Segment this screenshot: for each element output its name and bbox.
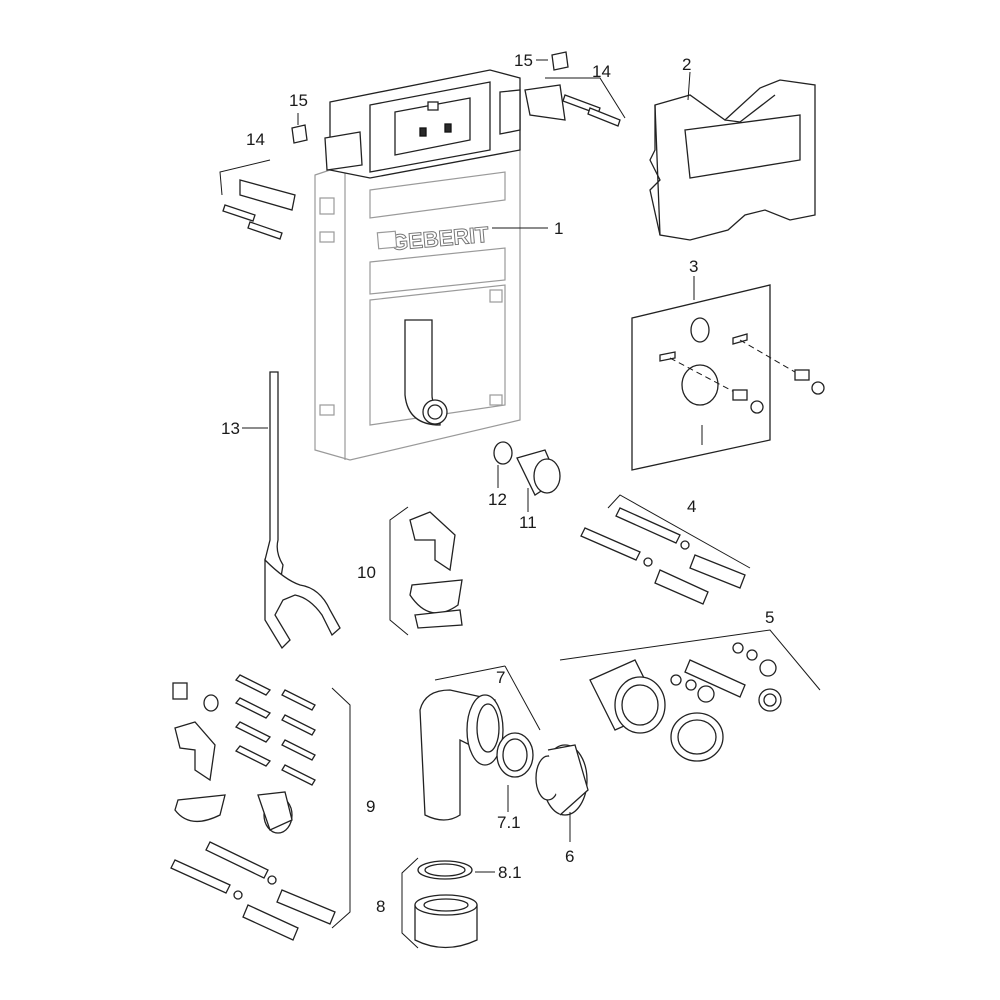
label-14-left: 14 — [246, 130, 265, 149]
label-4: 4 — [687, 497, 696, 516]
leader-lines — [219, 59, 821, 949]
label-13: 13 — [221, 419, 240, 438]
label-14-right: 14 — [592, 62, 611, 81]
label-1: 1 — [554, 219, 563, 238]
part-12-seal-ring — [493, 441, 513, 465]
part-15-right-clip — [551, 51, 569, 71]
part-2-insulation-block — [649, 79, 816, 241]
label-11: 11 — [519, 513, 537, 532]
part-5-connection-set — [589, 642, 782, 762]
part-6-sleeve — [535, 744, 589, 816]
label-5: 5 — [765, 608, 774, 627]
part-1-installation-frame: GEBERIT — [314, 69, 521, 461]
label-3: 3 — [689, 257, 698, 276]
label-15-left: 15 — [289, 91, 308, 110]
label-8: 8 — [376, 897, 385, 916]
label-7-1: 7.1 — [497, 813, 521, 832]
part-4-threaded-rods — [580, 507, 746, 605]
label-2: 2 — [682, 55, 691, 74]
label-15-right: 15 — [514, 51, 533, 70]
label-7: 7 — [496, 668, 505, 687]
label-8-1: 8.1 — [498, 863, 522, 882]
part-7-pipe-bend — [419, 689, 534, 821]
part-8-connector — [414, 860, 478, 949]
part-11-connector-sleeve — [516, 449, 561, 496]
label-9: 9 — [366, 797, 375, 816]
part-10-pipe-bracket — [409, 511, 463, 629]
label-10: 10 — [357, 563, 376, 582]
part-13-flush-pipe — [264, 371, 341, 650]
screws-anchors — [234, 674, 316, 786]
part-3-sound-insulation-plate — [631, 284, 825, 471]
part-14-left-fixing-set — [222, 179, 296, 240]
label-6: 6 — [565, 847, 574, 866]
part-15-left-clip — [291, 124, 308, 144]
part-14-right-fixing-set — [524, 84, 621, 127]
part-9-mounting-kit — [170, 674, 336, 941]
part-labels: 1 2 3 4 5 6 7 7.1 8 8.1 9 10 11 12 13 14… — [221, 51, 774, 916]
label-12: 12 — [488, 490, 507, 509]
